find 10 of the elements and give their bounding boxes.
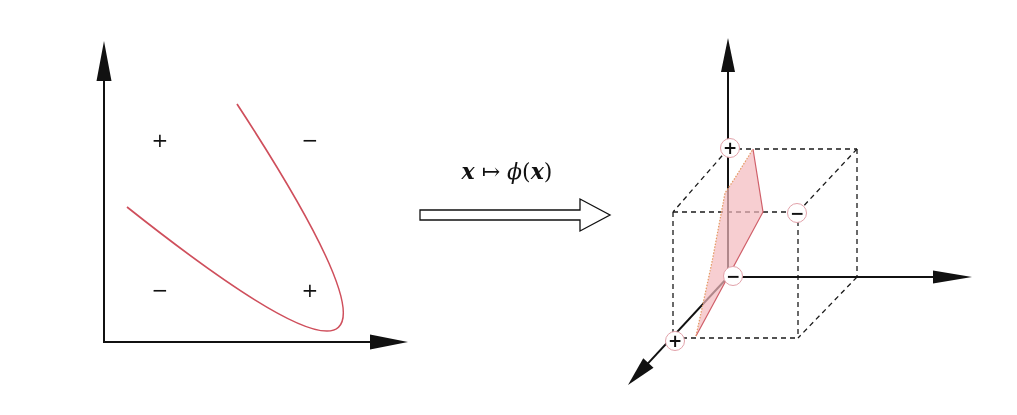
- circled-sign: +: [720, 138, 740, 158]
- hollow-arrow: [419, 197, 612, 233]
- edge-label: x ↦ ϕ(x): [461, 159, 553, 185]
- circled-sign: −: [723, 266, 743, 286]
- circled-sign: −: [787, 203, 807, 223]
- class-sign: +: [301, 280, 319, 300]
- circled-sign: +: [665, 331, 685, 351]
- class-sign: +: [151, 130, 169, 150]
- class-sign: −: [151, 280, 169, 300]
- class-sign: −: [301, 130, 319, 150]
